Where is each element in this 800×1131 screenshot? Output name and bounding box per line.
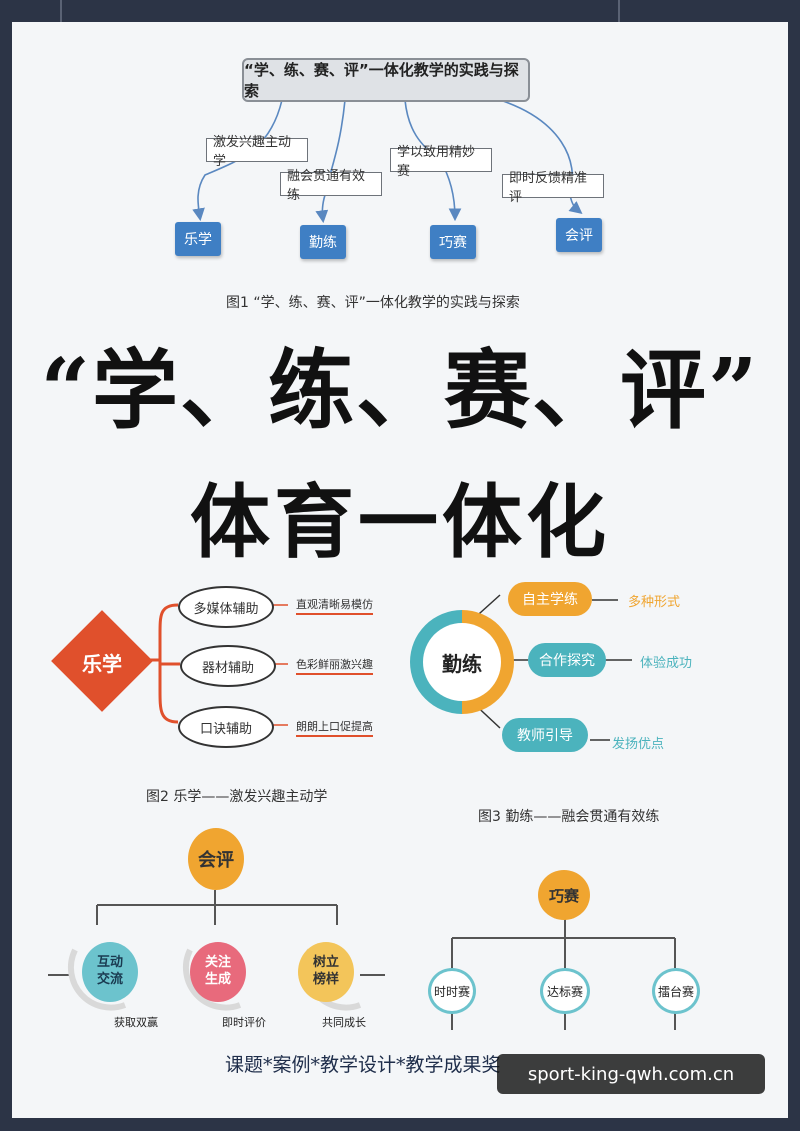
fig2-center-label: 乐学 — [82, 652, 122, 676]
fig3-center-label: 勤练 — [423, 623, 501, 701]
fig1-branch-label: 激发兴趣主动学 — [206, 135, 308, 169]
fig3-pill-zizhu: 自主学练 — [508, 582, 592, 616]
fig5-item-circle: 时时赛 — [428, 968, 476, 1014]
fig4-item-desc: 获取双赢 — [114, 1016, 158, 1029]
top-frame-line — [60, 0, 62, 22]
fig1-leaf-qiaosai: 巧赛 — [430, 225, 476, 259]
title-line1: “学、练、赛、评” — [40, 340, 760, 441]
fig1-branch-label: 融会贯通有效练 — [280, 169, 382, 203]
fig2-caption: 图2 乐学——激发兴趣主动学 — [146, 789, 328, 805]
fig4-item-desc: 共同成长 — [322, 1016, 366, 1029]
fig2-item-desc: 直观清晰易模仿 — [296, 596, 373, 615]
document-page — [12, 22, 788, 1118]
title-line2: 体育一体化 — [190, 475, 610, 569]
fig2-item-desc: 色彩鲜丽激兴趣 — [296, 656, 373, 675]
fig4-item-desc: 即时评价 — [222, 1016, 266, 1029]
fig3-item-desc: 发扬优点 — [612, 737, 665, 752]
fig4-item-circle: 关注 生成 — [190, 942, 246, 1002]
fig4-item-circle: 互动 交流 — [82, 942, 138, 1002]
fig1-leaf-qinlian: 勤练 — [300, 225, 346, 259]
top-frame-line — [618, 0, 620, 22]
fig2-item-oval: 口诀辅助 — [178, 706, 274, 748]
fig4-center-label: 会评 — [188, 828, 244, 890]
fig1-root-box: “学、练、赛、评”一体化教学的实践与探索 — [242, 58, 530, 102]
fig2-item-desc: 朗朗上口促提高 — [296, 718, 373, 737]
fig3-pill-jiaoshi: 教师引导 — [502, 718, 588, 752]
footer-text: 课题*案例*教学设计*教学成果奖 — [225, 1054, 501, 1076]
fig5-item-circle: 擂台赛 — [652, 968, 700, 1014]
fig5-center-label: 巧赛 — [538, 870, 590, 920]
fig3-item-desc: 体验成功 — [640, 656, 693, 671]
fig1-branch-label: 即时反馈精准评 — [502, 171, 604, 205]
fig2-item-oval: 多媒体辅助 — [178, 586, 274, 628]
fig1-leaf-lexue: 乐学 — [175, 222, 221, 256]
fig1-branch-label: 学以致用精妙赛 — [390, 145, 492, 179]
fig3-pill-hezuo: 合作探究 — [528, 643, 606, 677]
fig3-item-desc: 多种形式 — [628, 595, 681, 610]
fig2-item-oval: 器材辅助 — [180, 645, 276, 687]
watermark-badge: sport-king-qwh.com.cn — [497, 1054, 765, 1094]
fig3-caption: 图3 勤练——融会贯通有效练 — [478, 809, 660, 825]
fig1-caption: 图1 “学、练、赛、评”一体化教学的实践与探索 — [226, 295, 520, 311]
fig3-center-ring: 勤练 — [410, 610, 514, 714]
fig4-item-circle: 树立 榜样 — [298, 942, 354, 1002]
fig1-leaf-huiping: 会评 — [556, 218, 602, 252]
fig5-item-circle: 达标赛 — [540, 968, 590, 1014]
